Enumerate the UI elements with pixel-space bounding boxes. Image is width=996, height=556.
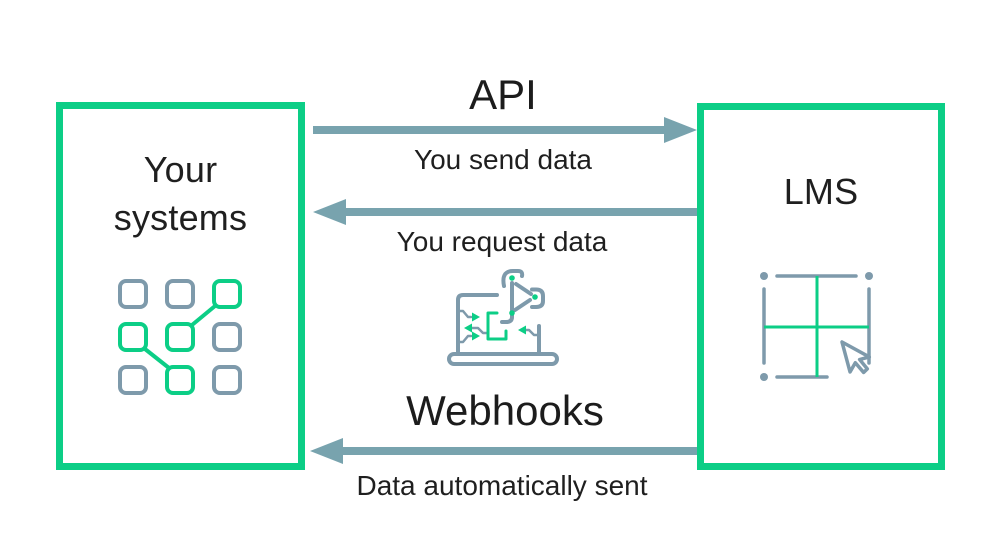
lms-label-text: LMS [783,171,859,212]
your-systems-label: Your systems [63,146,298,242]
webhooks-data-label: Data automatically sent [356,470,648,501]
lms-grid-cursor-icon [760,272,873,381]
your-systems-label-line2: systems [113,197,248,238]
lms-box: LMS [697,103,945,470]
api-request-arrow [313,199,697,225]
lms-label: LMS [704,168,938,216]
your-systems-box: Your systems [56,102,305,470]
connected-apps-grid-icon [118,279,242,395]
cursor-icon [840,340,872,375]
send-data-label: You send data [413,144,593,175]
request-data-label: You request data [396,226,608,257]
webhooks-title: Webhooks [406,387,604,434]
your-systems-label-line1: Your [143,149,218,190]
api-send-arrow [313,117,697,143]
webhooks-arrow [310,438,697,464]
api-title: API [469,71,537,118]
automation-laptop-robot-arm-icon [447,269,559,366]
